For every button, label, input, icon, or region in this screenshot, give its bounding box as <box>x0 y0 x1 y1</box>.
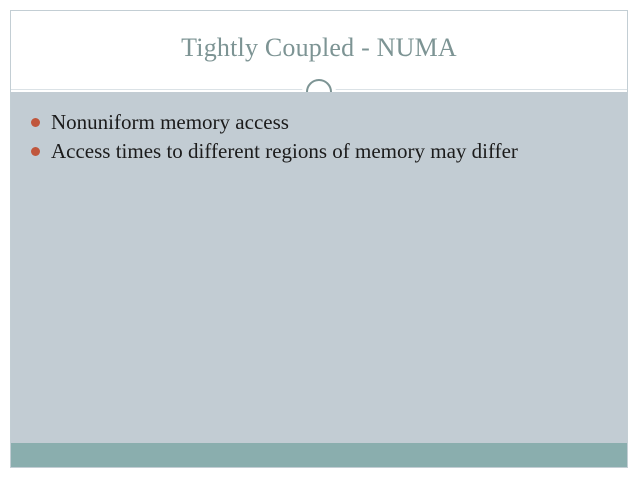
slide-footer-bar <box>11 443 627 467</box>
bullet-dot-icon <box>31 147 40 156</box>
list-item: Access times to different regions of mem… <box>29 138 603 165</box>
slide-title: Tightly Coupled - NUMA <box>181 33 457 62</box>
list-item-label: Access times to different regions of mem… <box>51 139 518 163</box>
presentation-slide: Tightly Coupled - NUMA Nonuniform memory… <box>10 10 628 468</box>
slide-body: Nonuniform memory access Access times to… <box>11 92 627 443</box>
bullet-dot-icon <box>31 118 40 127</box>
bullet-list: Nonuniform memory access Access times to… <box>29 109 603 165</box>
list-item-label: Nonuniform memory access <box>51 110 289 134</box>
slide-header: Tightly Coupled - NUMA <box>11 11 627 109</box>
list-item: Nonuniform memory access <box>29 109 603 136</box>
